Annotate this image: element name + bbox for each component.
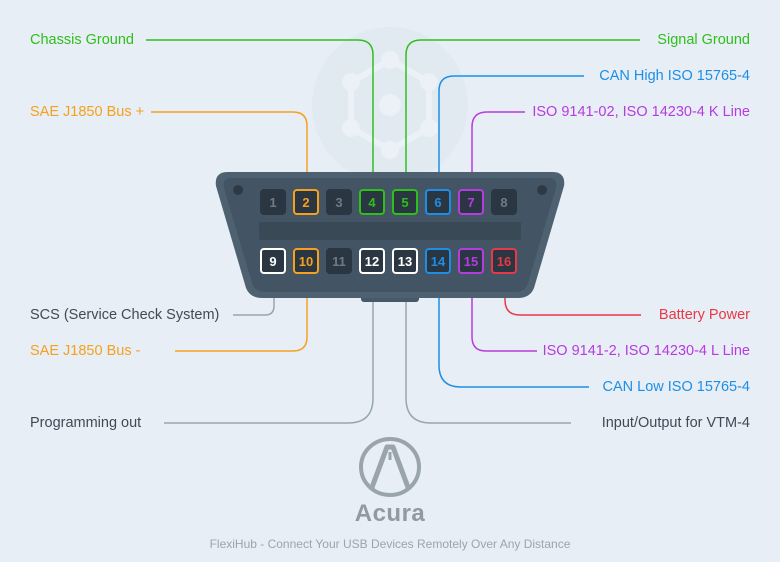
pin-1: 1 (260, 189, 286, 215)
leader-line-programming-out (164, 272, 374, 424)
label-k-line: ISO 9141-02, ISO 14230-4 K Line (532, 104, 750, 120)
pin-10: 10 (293, 248, 319, 274)
leader-line-can-high (438, 75, 584, 190)
leader-line-sae-bus-plus (151, 111, 308, 190)
label-programming-out: Programming out (30, 415, 142, 431)
footer-tagline: FlexiHub - Connect Your USB Devices Remo… (209, 537, 571, 551)
pin-5: 5 (392, 189, 418, 215)
pin-2: 2 (293, 189, 319, 215)
label-chassis-ground: Chassis Ground (30, 32, 134, 48)
pin-12: 12 (359, 248, 385, 274)
leader-line-scs (233, 272, 275, 316)
pin-11: 11 (326, 248, 352, 274)
pin-7: 7 (458, 189, 484, 215)
label-can-low: CAN Low ISO 15765-4 (602, 379, 751, 395)
pin-8: 8 (491, 189, 517, 215)
label-l-line: ISO 9141-2, ISO 14230-4 L Line (542, 343, 750, 359)
mount-hole-left (233, 185, 243, 195)
leader-line-vtm4 (405, 272, 571, 424)
pin-13: 13 (392, 248, 418, 274)
label-battery-power: Battery Power (658, 307, 750, 323)
pin-4: 4 (359, 189, 385, 215)
label-can-high: CAN High ISO 15765-4 (599, 68, 750, 84)
pin-14: 14 (425, 248, 451, 274)
leader-line-sae-bus-minus (175, 272, 308, 352)
label-vtm4: Input/Output for VTM-4 (601, 415, 750, 431)
leader-line-chassis-ground (146, 39, 374, 190)
leader-line-can-low (438, 272, 589, 388)
pin-16: 16 (491, 248, 517, 274)
label-scs: SCS (Service Check System) (30, 307, 220, 323)
label-signal-ground: Signal Ground (657, 32, 750, 48)
pin-15: 15 (458, 248, 484, 274)
pin-3: 3 (326, 189, 352, 215)
leader-line-signal-ground (405, 39, 640, 190)
mount-hole-right (537, 185, 547, 195)
brand-name: Acura (354, 500, 426, 527)
connector-divider (259, 222, 521, 240)
leader-line-l-line (471, 272, 537, 352)
label-sae-bus-plus: SAE J1850 Bus + (30, 104, 145, 120)
leader-line-k-line (471, 111, 525, 190)
label-sae-bus-minus: SAE J1850 Bus - (30, 343, 141, 359)
background-hex-logo (312, 27, 468, 183)
acura-emblem (359, 437, 421, 497)
leader-line-battery-power (504, 272, 641, 316)
pin-9: 9 (260, 248, 286, 274)
pin-6: 6 (425, 189, 451, 215)
